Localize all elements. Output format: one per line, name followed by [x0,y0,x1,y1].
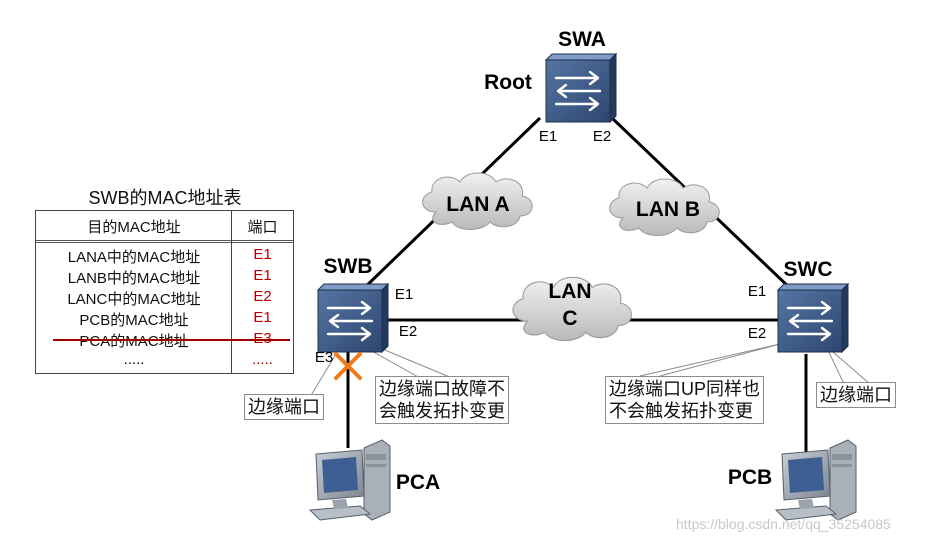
watermark: https://blog.csdn.net/qq_35254085 [676,516,891,532]
port-cell: E3 [232,330,293,347]
lan-c-label-line1: LAN [548,280,591,303]
swb-switch-icon [316,282,390,354]
pcb-computer-icon [775,439,857,521]
strikethrough-line [53,339,290,341]
table-row-struck: PCA的MAC地址 E3 [36,330,293,351]
callout-pointer-line [309,353,337,398]
callout-pointer-line [639,343,781,377]
swb-port-e3: E3 [315,349,333,366]
lan-a-label: LAN A [446,193,509,216]
swb-port-e2: E2 [399,323,417,340]
swa-switch-icon [544,52,618,124]
callout-edge-port-swb: 边缘端口 [244,394,324,420]
table-row: PCB的MAC地址 E1 [36,309,293,330]
callout-pointer-line [379,347,453,379]
swa-port-e1: E1 [539,128,557,145]
callout-text-line2: 会触发拓扑变更 [379,401,505,421]
pca-computer-icon [309,439,391,521]
swa-port-e2: E2 [593,128,611,145]
mac-cell: LANC中的MAC地址 [67,291,201,308]
swc-name: SWC [784,258,833,281]
callout-pointer-line [659,343,781,377]
swc-port-e2: E2 [748,325,766,342]
callout-text-line1: 边缘端口故障不 [379,379,505,399]
lan-b-label: LAN B [636,198,700,221]
callout-text-line2: 不会触发拓扑变更 [609,401,753,421]
port-cell: E1 [253,246,272,263]
mac-cell: PCA的MAC地址 [79,333,189,350]
table-row: LANA中的MAC地址 E1 [36,246,293,267]
pcb-label: PCB [728,466,772,489]
mac-cell: PCB的MAC地址 [79,312,189,329]
port-column-header: 端口 [247,219,278,236]
mac-table-title: SWB的MAC地址表 [88,188,242,208]
swc-port-e1: E1 [748,283,766,300]
mac-address-table: 目的MAC地址 端口 LANA中的MAC地址 E1 LANB中的MAC地址 E1… [35,210,294,374]
mac-cell: ..... [123,351,145,368]
swa-name: SWA [558,28,606,51]
mac-cell: LANA中的MAC地址 [67,249,201,266]
mac-table-divider [231,211,232,373]
mac-table-header: 目的MAC地址 端口 [36,211,293,243]
port-cell: E1 [253,309,272,326]
lan-a-cloud: LAN A [422,172,533,230]
port-cell: ..... [252,351,273,368]
mac-column-header: 目的MAC地址 [87,219,181,236]
callout-text-line1: 边缘端口UP同样也 [609,379,761,399]
callout-edge-port-fault: 边缘端口故障不 会触发拓扑变更 [375,376,509,424]
pca-label: PCA [396,471,440,494]
fault-x-icon [334,352,362,380]
table-row: LANC中的MAC地址 E2 [36,288,293,309]
lan-b-cloud: LAN B [609,178,720,236]
callout-pointer-line [369,349,421,379]
mac-cell: LANB中的MAC地址 [67,270,201,287]
callout-text: 边缘端口 [820,385,892,405]
callout-edge-port-up: 边缘端口UP同样也 不会触发拓扑变更 [605,376,765,424]
swc-switch-icon [776,282,850,354]
callout-edge-port-swc: 边缘端口 [816,382,896,408]
swa-role-label: Root [484,71,532,94]
port-cell: E2 [253,288,272,305]
table-row: ..... ..... [36,351,293,372]
swb-port-e1: E1 [395,286,413,303]
lan-c-label-line2: C [562,307,577,330]
table-row: LANB中的MAC地址 E1 [36,267,293,288]
callout-text: 边缘端口 [248,397,320,417]
lan-c-cloud: LAN C [512,276,632,342]
port-cell: E1 [253,267,272,284]
swb-name: SWB [324,255,373,278]
